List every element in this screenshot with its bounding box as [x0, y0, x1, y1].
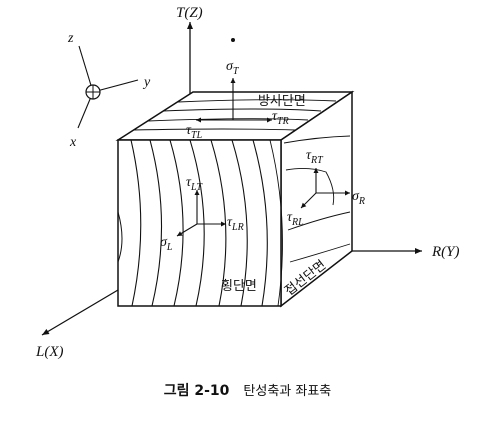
wood-block	[115, 90, 355, 308]
top-grain	[132, 99, 337, 131]
tau-rt-label: τRT	[306, 148, 324, 166]
r-axis-label: R(Y)	[431, 244, 460, 260]
l-axis	[41, 289, 119, 336]
l-axis-label: L(X)	[35, 344, 64, 360]
orientation-triad	[77, 45, 139, 129]
z-direction-label: z	[67, 31, 74, 46]
sigma-r-label: σR	[352, 189, 365, 207]
tau-rl-label: τRL	[287, 210, 304, 228]
tau-tr-label: τTR	[272, 109, 289, 127]
tau-lr-label: τLR	[227, 215, 244, 233]
figure-title: 탄성축과 좌표축	[243, 384, 332, 399]
tau-tl-label: τTL	[186, 123, 203, 141]
sigma-t-label: σT	[226, 59, 240, 77]
growth-rings	[117, 139, 283, 307]
sigma-l-label: σL	[160, 235, 173, 253]
figure-caption: 그림 2-10 탄성축과 좌표축	[0, 380, 495, 400]
figure-number: 그림 2-10	[163, 383, 230, 399]
tau-lt-label: τLT	[186, 175, 203, 193]
side-grain	[283, 135, 351, 263]
t-axis-label: T(Z)	[176, 5, 203, 21]
radial-section-label: 방사단면	[258, 94, 306, 109]
y-direction-label: y	[142, 75, 151, 90]
x-direction-label: x	[69, 135, 77, 150]
cross-section-label: 횡단면	[221, 279, 257, 294]
